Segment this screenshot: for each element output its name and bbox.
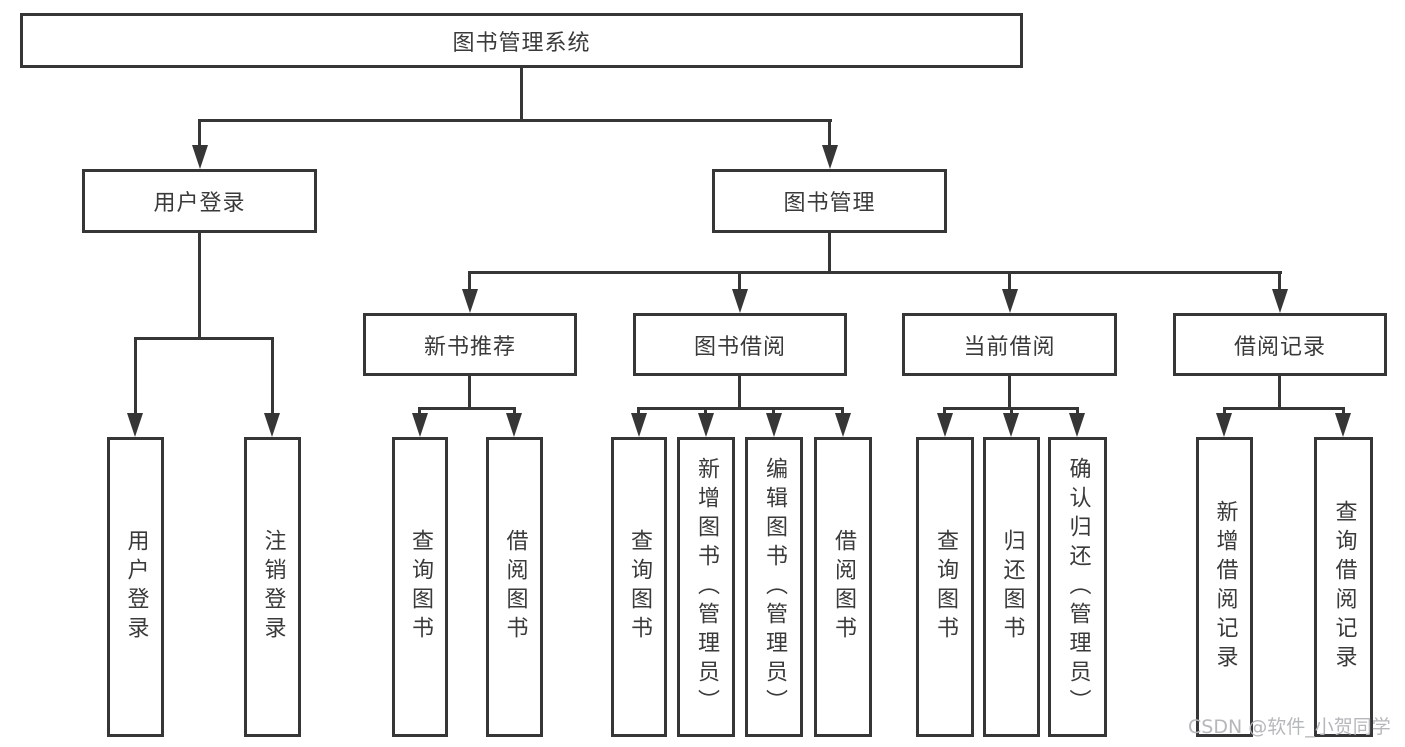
connector-line-vertical bbox=[468, 271, 471, 292]
connector-line-vertical bbox=[1278, 376, 1281, 410]
connector-line-vertical bbox=[1010, 407, 1013, 417]
leaf-borrowing-add-books-admin: 新增图书（管理员） bbox=[677, 437, 735, 737]
connector-line-vertical bbox=[738, 376, 741, 410]
leaf-current-confirm-return-admin: 确认归还（管理员） bbox=[1048, 437, 1107, 737]
arrowhead-down-icon bbox=[127, 413, 143, 437]
arrowhead-down-icon bbox=[264, 413, 280, 437]
leaf-records-query-borrow-record-label: 查询借阅记录 bbox=[1331, 500, 1357, 674]
arrowhead-down-icon bbox=[412, 413, 428, 437]
node-book-borrowing-label: 图书借阅 bbox=[693, 334, 786, 360]
connector-line-vertical bbox=[198, 119, 201, 149]
connector-line-vertical bbox=[943, 407, 946, 417]
leaf-newbook-borrow-books: 借阅图书 bbox=[486, 437, 543, 737]
leaf-records-add-borrow-record: 新增借阅记录 bbox=[1196, 437, 1253, 737]
node-root: 图书管理系统 bbox=[20, 13, 1023, 68]
node-new-book-recommendation: 新书推荐 bbox=[363, 313, 577, 376]
connector-line-vertical bbox=[1008, 271, 1011, 292]
connector-line-horizontal bbox=[943, 407, 1079, 410]
connector-line-vertical bbox=[1278, 271, 1281, 292]
leaf-current-query-books: 查询图书 bbox=[916, 437, 974, 737]
leaf-current-return-books: 归还图书 bbox=[983, 437, 1040, 737]
connector-line-vertical bbox=[520, 68, 523, 121]
leaf-logout-label: 注销登录 bbox=[260, 529, 286, 645]
connector-line-vertical bbox=[1008, 376, 1011, 410]
arrowhead-down-icon bbox=[937, 413, 953, 437]
node-book-borrowing: 图书借阅 bbox=[633, 313, 847, 376]
connector-line-vertical bbox=[1342, 407, 1345, 417]
connector-line-vertical bbox=[513, 407, 516, 417]
connector-line-horizontal bbox=[1223, 407, 1345, 410]
arrowhead-down-icon bbox=[506, 413, 522, 437]
arrowhead-down-icon bbox=[631, 413, 647, 437]
arrowhead-down-icon bbox=[1002, 289, 1018, 313]
connector-line-vertical bbox=[468, 376, 471, 410]
connector-line-horizontal bbox=[198, 119, 832, 122]
arrowhead-down-icon bbox=[1216, 413, 1232, 437]
leaf-newbook-query-books-label: 查询图书 bbox=[408, 529, 433, 645]
arrowhead-down-icon bbox=[835, 413, 851, 437]
leaf-borrowing-query-books-label: 查询图书 bbox=[627, 529, 652, 645]
leaf-borrowing-edit-books-admin: 编辑图书（管理员） bbox=[745, 437, 803, 737]
node-book-management-label: 图书管理 bbox=[783, 191, 876, 216]
connector-line-vertical bbox=[134, 337, 137, 417]
connector-line-vertical bbox=[637, 407, 640, 417]
connector-line-vertical bbox=[418, 407, 421, 417]
connector-line-horizontal bbox=[134, 337, 274, 340]
arrowhead-down-icon bbox=[822, 145, 838, 169]
leaf-records-query-borrow-record: 查询借阅记录 bbox=[1314, 437, 1373, 737]
leaf-user-login-label: 用户登录 bbox=[123, 529, 149, 645]
node-current-borrowing: 当前借阅 bbox=[902, 313, 1117, 376]
arrowhead-down-icon bbox=[766, 413, 782, 437]
arrowhead-down-icon bbox=[698, 413, 714, 437]
node-root-label: 图书管理系统 bbox=[452, 30, 591, 56]
connector-line-vertical bbox=[1076, 407, 1079, 417]
connector-line-vertical bbox=[704, 407, 707, 417]
connector-line-vertical bbox=[271, 337, 274, 417]
leaf-borrowing-edit-books-admin-label: 编辑图书（管理员） bbox=[762, 456, 787, 718]
leaf-current-query-books-label: 查询图书 bbox=[933, 529, 958, 645]
arrowhead-down-icon bbox=[192, 145, 208, 169]
leaf-newbook-borrow-books-label: 借阅图书 bbox=[502, 529, 528, 645]
leaf-borrowing-borrow-books: 借阅图书 bbox=[814, 437, 872, 737]
connector-line-vertical bbox=[841, 407, 844, 417]
node-user-login: 用户登录 bbox=[82, 169, 317, 233]
connector-line-horizontal bbox=[637, 407, 844, 410]
leaf-user-login: 用户登录 bbox=[107, 437, 164, 737]
arrowhead-down-icon bbox=[1335, 413, 1351, 437]
arrowhead-down-icon bbox=[732, 289, 748, 313]
connector-line-vertical bbox=[828, 119, 831, 149]
leaf-borrowing-add-books-admin-label: 新增图书（管理员） bbox=[694, 456, 719, 718]
leaf-borrowing-query-books: 查询图书 bbox=[611, 437, 667, 737]
leaf-logout: 注销登录 bbox=[244, 437, 301, 737]
connector-line-horizontal bbox=[418, 407, 516, 410]
connector-line-horizontal bbox=[469, 271, 1282, 274]
node-borrowing-records: 借阅记录 bbox=[1173, 313, 1387, 376]
leaf-newbook-query-books: 查询图书 bbox=[392, 437, 448, 737]
node-current-borrowing-label: 当前借阅 bbox=[963, 334, 1056, 360]
connector-line-vertical bbox=[198, 233, 201, 340]
node-book-management: 图书管理 bbox=[712, 169, 947, 233]
leaf-borrowing-borrow-books-label: 借阅图书 bbox=[831, 529, 856, 645]
connector-line-vertical bbox=[772, 407, 775, 417]
arrowhead-down-icon bbox=[1003, 413, 1019, 437]
csdn-watermark: CSDN @软件_小贺同学 bbox=[1188, 716, 1391, 738]
leaf-current-return-books-label: 归还图书 bbox=[999, 529, 1025, 645]
arrowhead-down-icon bbox=[1069, 413, 1085, 437]
connector-line-vertical bbox=[828, 233, 831, 274]
arrowhead-down-icon bbox=[462, 289, 478, 313]
connector-line-vertical bbox=[738, 271, 741, 292]
node-user-login-label: 用户登录 bbox=[153, 191, 246, 216]
leaf-current-confirm-return-admin-label: 确认归还（管理员） bbox=[1065, 456, 1091, 718]
arrowhead-down-icon bbox=[1272, 289, 1288, 313]
node-new-book-recommendation-label: 新书推荐 bbox=[423, 334, 516, 360]
leaf-records-add-borrow-record-label: 新增借阅记录 bbox=[1212, 500, 1238, 674]
node-borrowing-records-label: 借阅记录 bbox=[1233, 334, 1326, 360]
connector-line-vertical bbox=[1223, 407, 1226, 417]
